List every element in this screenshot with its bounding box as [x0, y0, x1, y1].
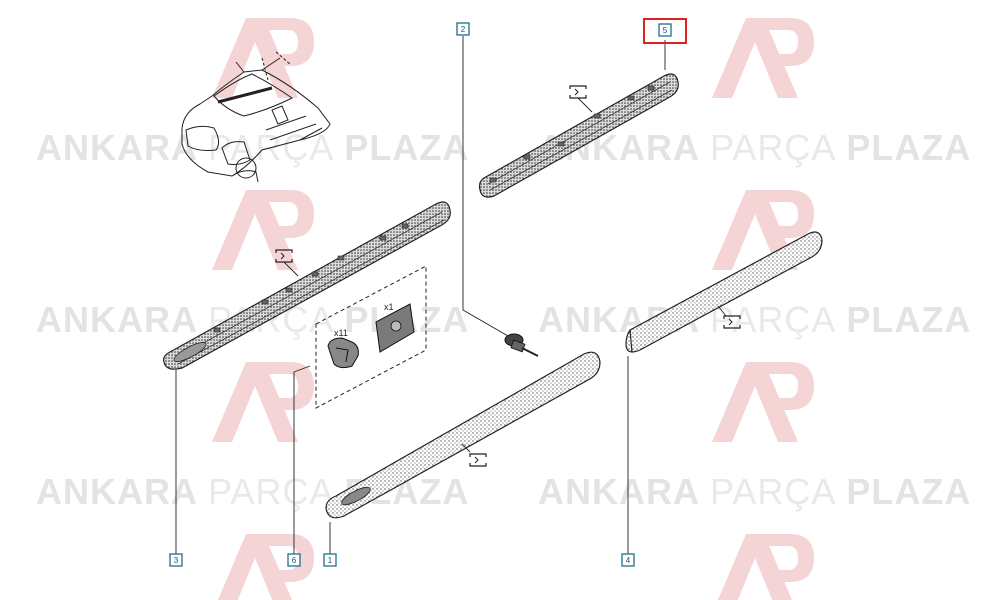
callout-1[interactable]: 1 — [323, 553, 337, 567]
svg-text:4: 4 — [626, 556, 631, 565]
part-6-kit-box: x11 x1 — [315, 265, 427, 409]
part-5-moulding — [478, 73, 679, 198]
svg-text:5: 5 — [663, 26, 668, 35]
callout-5-highlight — [643, 18, 687, 44]
svg-text:1: 1 — [328, 556, 333, 565]
callout-5[interactable]: 5 — [643, 18, 687, 44]
part-1-moulding — [325, 351, 601, 519]
svg-text:6: 6 — [292, 556, 297, 565]
clip-quantity: x11 — [334, 328, 348, 338]
watermark-brand-left: ANKARA — [36, 127, 198, 168]
callout-3[interactable]: 3 — [169, 553, 183, 567]
bracket-quantity: x1 — [384, 302, 394, 312]
part-4-moulding — [625, 231, 823, 353]
part-3-moulding — [163, 201, 451, 370]
callout-4[interactable]: 4 — [621, 553, 635, 567]
leader-lines — [175, 36, 666, 554]
callout-2[interactable]: 2 — [456, 22, 470, 36]
svg-text:2: 2 — [461, 25, 466, 34]
callout-6[interactable]: 6 — [287, 553, 301, 567]
svg-text:3: 3 — [174, 556, 179, 565]
car-thumbnail — [181, 51, 331, 183]
screw-fastener — [504, 333, 539, 357]
